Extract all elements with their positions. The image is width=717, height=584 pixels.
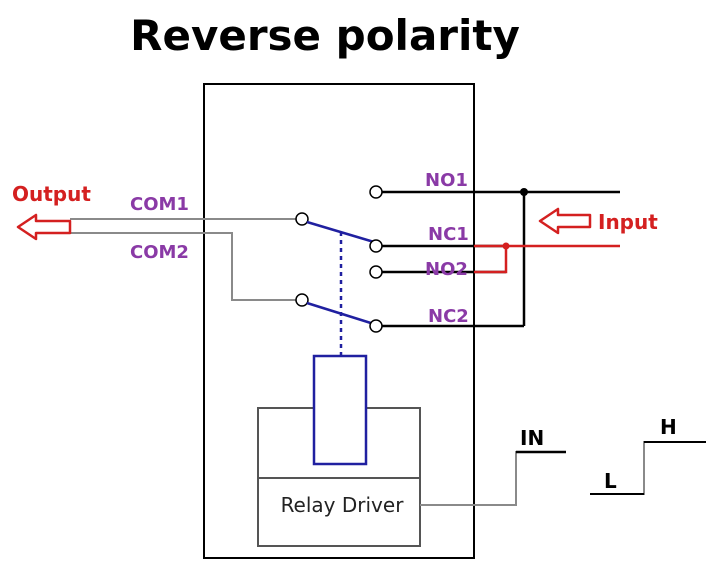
input-label: Input xyxy=(598,210,658,234)
driver-in-wire xyxy=(420,451,566,506)
nc1-junction xyxy=(502,242,510,250)
nc1-label: NC1 xyxy=(428,224,469,245)
relay-module-box xyxy=(203,83,475,559)
com1-contact xyxy=(295,212,309,226)
com2-contact xyxy=(295,293,309,307)
low-label: L xyxy=(604,469,617,493)
com1-label: COM1 xyxy=(130,194,189,215)
switch2-blade xyxy=(306,301,375,326)
relay-driver-label: Relay Driver xyxy=(281,493,405,517)
diagram-title: Reverse polarity xyxy=(130,11,520,60)
switch1-blade xyxy=(306,220,375,244)
no2-contact xyxy=(369,265,383,279)
com2-label: COM2 xyxy=(130,242,189,263)
nc2-contact xyxy=(369,319,383,333)
com2-wire xyxy=(70,232,296,301)
high-label: H xyxy=(660,415,677,439)
nc1-no2-bridge xyxy=(474,246,508,274)
nc1-contact xyxy=(369,239,383,253)
no1-junction xyxy=(520,188,528,196)
no2-label: NO2 xyxy=(425,259,468,280)
no1-label: NO1 xyxy=(425,170,468,191)
input-arrow-icon xyxy=(538,207,592,235)
output-label: Output xyxy=(12,182,91,206)
nc2-label: NC2 xyxy=(428,306,469,327)
no1-contact xyxy=(369,185,383,199)
in-label: IN xyxy=(520,426,544,450)
output-arrow-icon xyxy=(16,213,72,241)
relay-coil xyxy=(312,354,368,466)
